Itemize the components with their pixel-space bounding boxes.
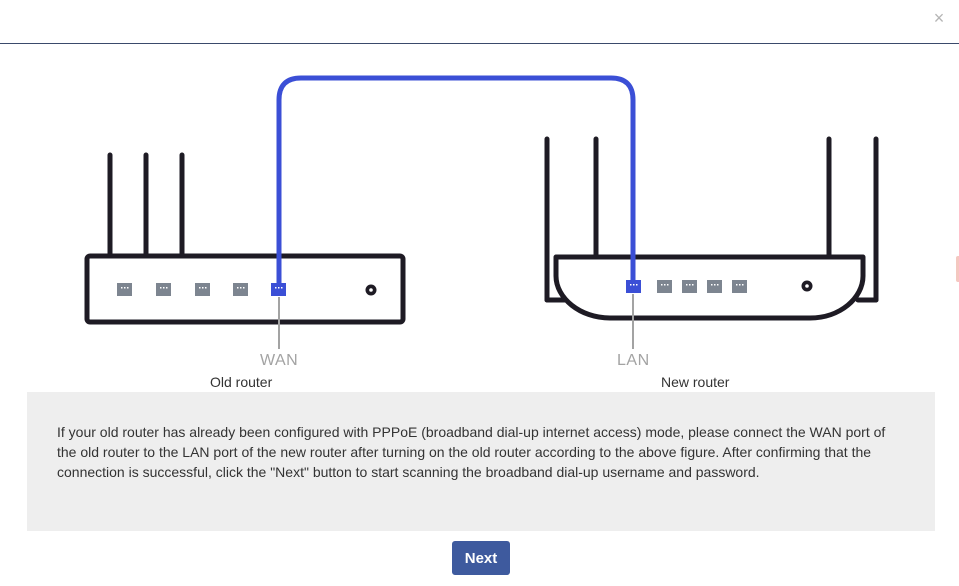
old-router-ports xyxy=(117,283,286,296)
new-router-port xyxy=(707,280,722,293)
new-router-label: New router xyxy=(661,374,730,390)
ethernet-cable xyxy=(276,75,636,283)
old-router-wan-port xyxy=(271,283,286,296)
side-tab-edge[interactable] xyxy=(956,256,959,282)
connection-diagram xyxy=(84,75,879,349)
old-router-antennas xyxy=(107,152,185,258)
old-router-port xyxy=(233,283,248,296)
wan-port-label: WAN xyxy=(260,352,299,369)
old-router-port xyxy=(117,283,132,296)
old-router-label: Old router xyxy=(210,374,273,390)
new-router-port xyxy=(657,280,672,293)
next-button[interactable]: Next xyxy=(452,541,510,575)
close-button[interactable]: × xyxy=(931,8,947,28)
header-divider xyxy=(0,43,959,44)
new-router-lan-port xyxy=(626,280,641,293)
close-icon: × xyxy=(933,8,945,28)
instructions-panel: If your old router has already been conf… xyxy=(27,392,935,531)
old-router-port xyxy=(195,283,210,296)
new-router-port xyxy=(732,280,747,293)
instructions-text: If your old router has already been conf… xyxy=(57,424,886,480)
new-router-port xyxy=(682,280,697,293)
lan-port-label: LAN xyxy=(617,352,650,369)
new-router-ports xyxy=(626,280,747,293)
old-router-port xyxy=(156,283,171,296)
